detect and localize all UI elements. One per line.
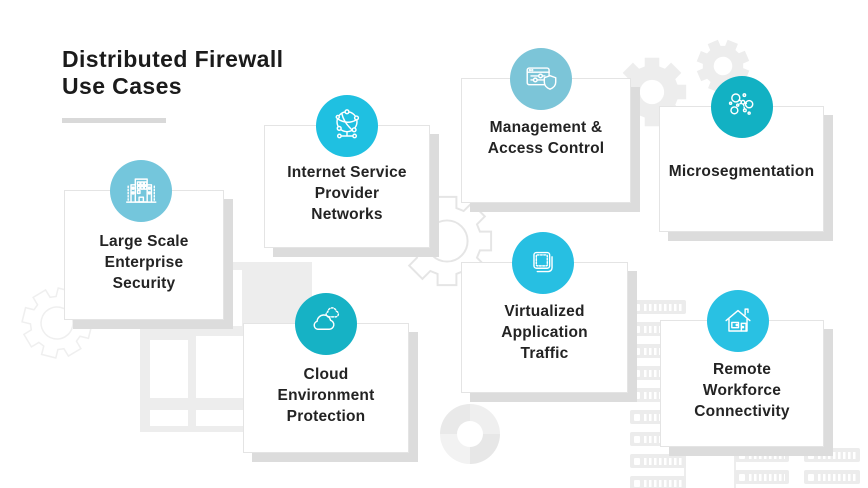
- donut-chart-illustration: [440, 404, 500, 464]
- microsegmentation-nodes-icon: [711, 76, 773, 138]
- server-rack-illustration: [630, 454, 686, 468]
- page-title: Distributed Firewall Use Cases: [62, 46, 284, 99]
- server-rack-illustration: [735, 448, 789, 462]
- card-cloud-environment-protection: Cloud Environment Protection: [243, 293, 409, 453]
- virtualized-layers-icon: [512, 232, 574, 294]
- server-rack-illustration: [735, 470, 789, 484]
- card-label: Cloud Environment Protection: [277, 366, 375, 425]
- card-remote-workforce-connectivity: Remote Workforce Connectivity: [660, 290, 824, 447]
- server-rack-illustration: [804, 448, 860, 462]
- gear-icon: [617, 57, 687, 127]
- card-label: Remote Workforce Connectivity: [694, 361, 790, 420]
- gear-icon: [14, 280, 100, 366]
- server-rack-illustration: [804, 470, 860, 484]
- server-rack-illustration: [630, 476, 686, 488]
- card-label: Microsegmentation: [668, 163, 815, 180]
- cloud-icon: [295, 293, 357, 355]
- gear-icon: [689, 32, 757, 100]
- card-label: Management & Access Control: [487, 119, 605, 157]
- card-large-scale-enterprise-security: Large Scale Enterprise Security: [64, 160, 224, 320]
- card-label: Large Scale Enterprise Security: [99, 233, 189, 292]
- isp-network-globe-icon: [316, 95, 378, 157]
- card-management-access-control: Management & Access Control: [461, 48, 631, 203]
- management-sliders-shield-icon: [510, 48, 572, 110]
- title-underline: [62, 118, 166, 123]
- card-microsegmentation: Microsegmentation: [659, 76, 824, 232]
- server-rack-illustration: [630, 300, 686, 314]
- card-internet-service-provider-networks: Internet Service Provider Networks: [264, 95, 430, 248]
- remote-home-icon: [707, 290, 769, 352]
- card-label: Virtualized Application Traffic: [501, 303, 588, 362]
- card-label: Internet Service Provider Networks: [287, 164, 407, 223]
- card-virtualized-application-traffic: Virtualized Application Traffic: [461, 232, 628, 393]
- enterprise-building-icon: [110, 160, 172, 222]
